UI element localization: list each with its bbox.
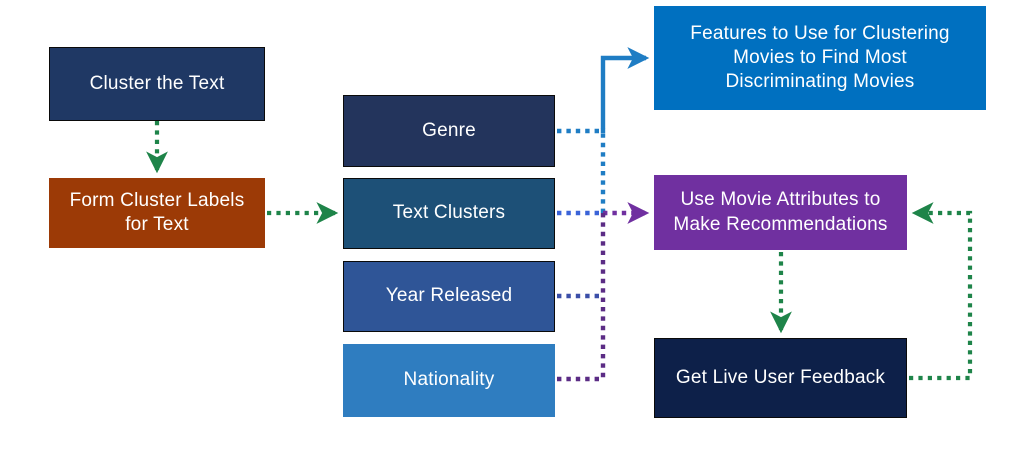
node-nationality[interactable]: Nationality	[343, 344, 555, 417]
node-year-released[interactable]: Year Released	[343, 261, 555, 332]
node-label-year-released: Year Released	[385, 285, 513, 307]
node-label-cluster-the-text: Cluster the Text	[89, 72, 225, 94]
node-label-get-live-user-feedback: Get Live User Feedback	[675, 366, 886, 388]
node-cluster-the-text[interactable]: Cluster the Text	[49, 47, 265, 121]
node-label-nationality: Nationality	[403, 369, 495, 391]
node-label-genre: Genre	[422, 119, 476, 141]
node-label-text-clusters: Text Clusters	[392, 202, 506, 224]
node-get-live-user-feedback[interactable]: Get Live User Feedback	[654, 338, 907, 418]
edge-feedback-loop-back	[909, 202, 973, 381]
node-text-clusters[interactable]: Text Clusters	[343, 178, 555, 249]
edge-trunk-to-features	[600, 47, 650, 133]
node-genre[interactable]: Genre	[343, 95, 555, 167]
